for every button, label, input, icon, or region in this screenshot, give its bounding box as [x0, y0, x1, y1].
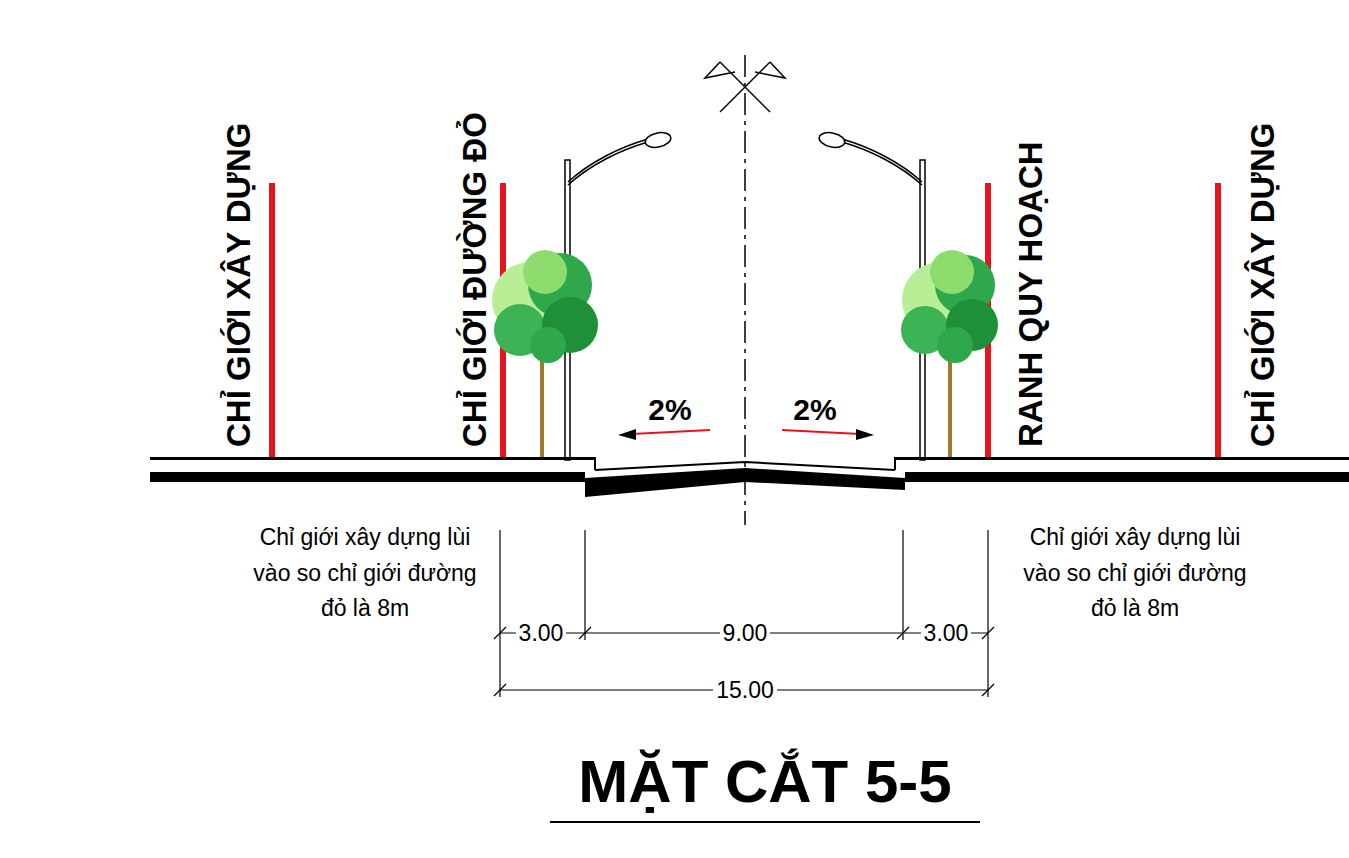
tree [901, 250, 998, 460]
dimension-label: 15.00 [713, 677, 777, 703]
boundary-label: CHỈ GIỚI ĐƯỜNG ĐỎ [458, 112, 491, 447]
street-lamps [565, 130, 925, 460]
center-line [744, 55, 746, 525]
ground [150, 457, 1349, 497]
boundary-label: CHỈ GIỚI XÂY DỰNG [1246, 123, 1279, 447]
setback-note: Chỉ giới xây dựng lùi vào so chỉ giới đư… [1015, 520, 1255, 627]
slope-label: 2% [648, 393, 691, 428]
dimension-label: 3.00 [921, 620, 972, 646]
dimension-label: 9.00 [720, 620, 771, 646]
slope-label: 2% [793, 393, 836, 428]
title: MẶT CẮT 5-5 [578, 752, 951, 812]
boundary-label: CHỈ GIỚI XÂY DỰNG [222, 123, 255, 447]
dimension-label: 3.00 [516, 620, 567, 646]
slope-arrows [618, 429, 874, 440]
dimension-lines [494, 530, 994, 697]
title-underline [550, 821, 980, 823]
tree [492, 250, 598, 460]
boundary-lines [272, 183, 1218, 460]
axis-symbol [705, 62, 785, 112]
boundary-label: RANH QUY HOẠCH [1014, 141, 1047, 447]
setback-note: Chỉ giới xây dựng lùi vào so chỉ giới đư… [245, 520, 485, 627]
